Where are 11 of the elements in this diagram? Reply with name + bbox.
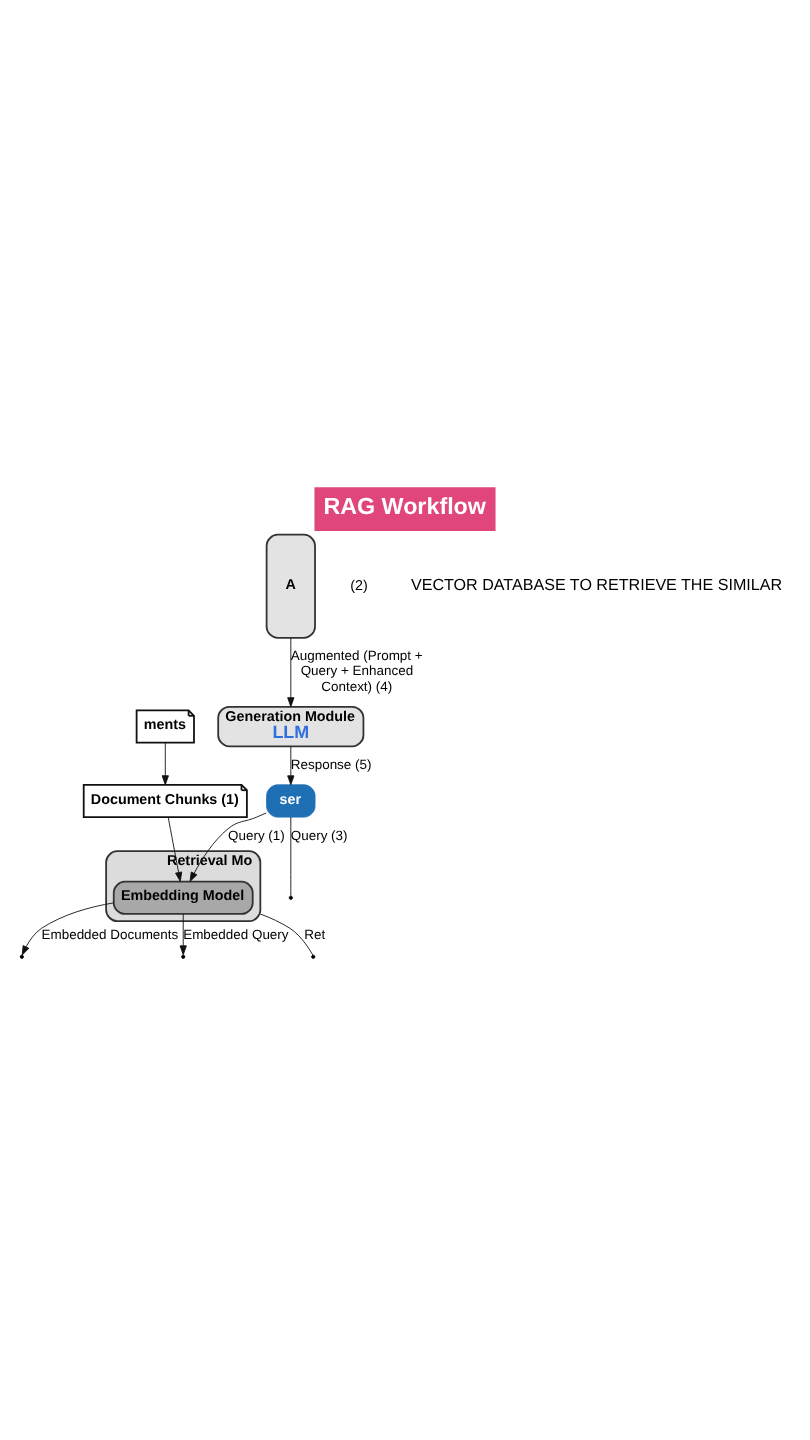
arrow <box>179 912 187 955</box>
connector <box>259 912 314 955</box>
arrow <box>287 636 295 707</box>
connector <box>290 815 292 896</box>
arrow <box>167 815 183 881</box>
arrow <box>287 745 295 785</box>
label: VECTOR DATABASE TO RETRIEVE THE SIMILAR <box>410 575 783 594</box>
arrow <box>161 741 169 785</box>
arrow <box>189 811 267 881</box>
diagram-title: RAG Workflow <box>323 493 486 520</box>
arrow <box>21 901 115 955</box>
